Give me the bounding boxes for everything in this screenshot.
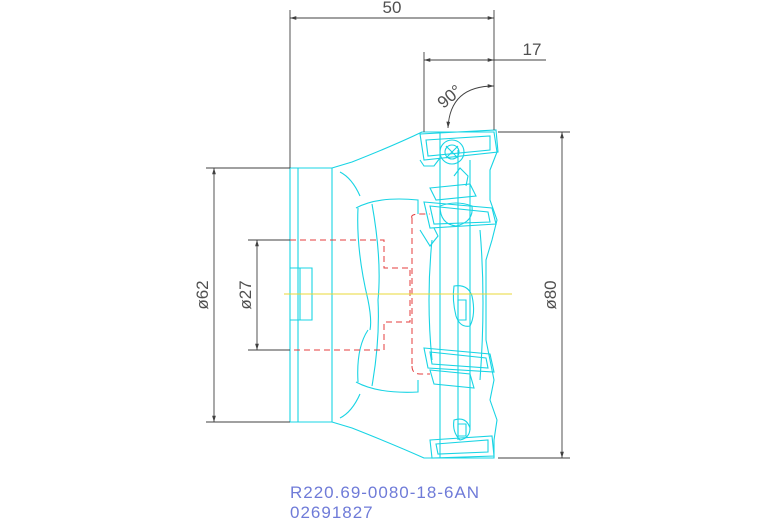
ordering-code: R220.69-0080-18-6AN [290, 483, 480, 502]
cutter-outline [289, 129, 499, 459]
dim-entering-angle: 90° [434, 81, 466, 112]
dim-overall-length: 50 [383, 0, 402, 17]
dim-hub-diameter: ø62 [193, 280, 212, 309]
hidden-lines [290, 213, 430, 375]
dim-insert-offset: 17 [523, 40, 542, 59]
dimension-lines [206, 10, 570, 459]
dim-bore-diameter: ø27 [236, 280, 255, 309]
dim-cutting-diameter: ø80 [541, 280, 560, 309]
item-number: 02691827 [290, 503, 374, 522]
